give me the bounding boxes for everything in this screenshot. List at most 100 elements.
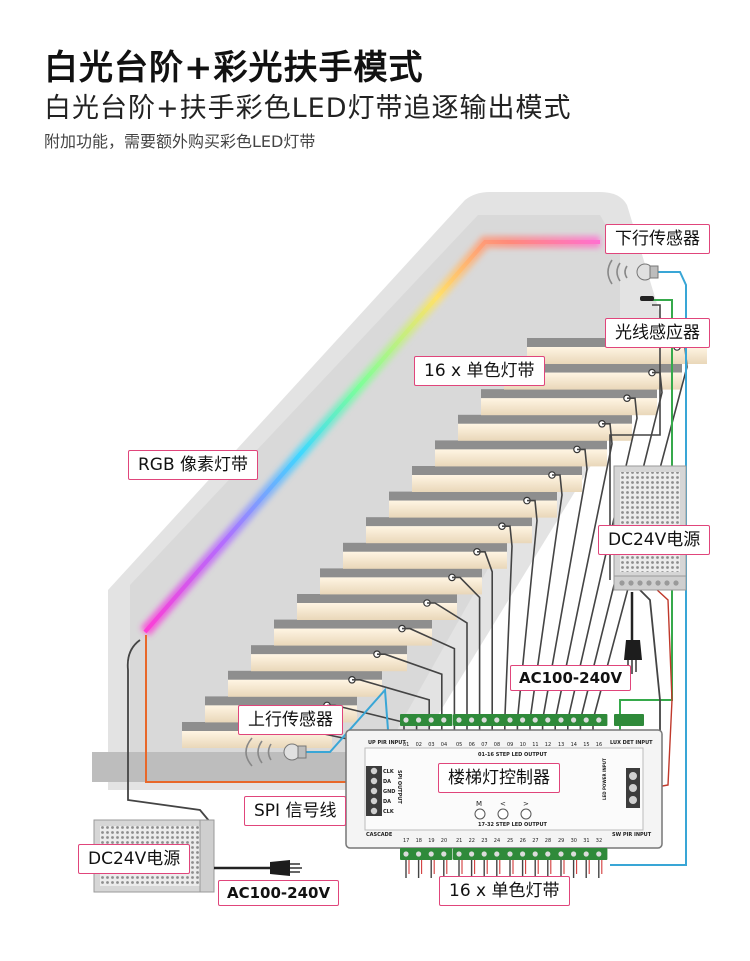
page-note: 附加功能，需要额外购买彩色LED灯带	[44, 132, 316, 151]
step-riser-light	[297, 603, 457, 620]
channel-label: 27	[532, 838, 538, 844]
step-tread	[481, 389, 657, 399]
right-ac-label: AC100-240V	[510, 665, 632, 691]
terminal-block-bottom	[504, 848, 557, 860]
power-input-label: LED POWER INPUT	[602, 758, 607, 800]
channel-label: 12	[545, 742, 551, 748]
psu-screw	[619, 580, 625, 586]
channel-label: 15	[583, 742, 589, 748]
terminal-screw	[507, 851, 513, 857]
terminal-screw	[596, 851, 602, 857]
down-sensor-wire	[610, 271, 687, 866]
terminal-screw	[441, 717, 447, 723]
step-riser-light	[435, 449, 607, 467]
psu-screw	[664, 580, 670, 586]
channel-label: 26	[520, 838, 526, 844]
psu-screw	[646, 580, 652, 586]
step-tread	[205, 696, 357, 706]
light-sensor-label: 光线感应器	[605, 318, 710, 348]
terminal-screw	[583, 851, 589, 857]
channel-label: 11	[532, 742, 538, 748]
channel-label: 29	[558, 838, 564, 844]
step-tread	[435, 440, 607, 450]
up-sensor-wire	[305, 687, 389, 753]
psu-screw	[655, 580, 661, 586]
spi-wire	[145, 635, 372, 783]
step-tread	[274, 619, 432, 629]
sw-pir-label: SW PIR INPUT	[612, 832, 652, 838]
step-tread	[412, 466, 582, 475]
channel-label: 06	[469, 742, 475, 748]
channel-label: 30	[571, 838, 577, 844]
channel-label: 16	[596, 742, 602, 748]
spi-label: SPI 信号线	[244, 796, 347, 826]
down-sensor-label: 下行传感器	[605, 224, 710, 254]
step-tread	[366, 517, 532, 527]
channel-label: 02	[416, 742, 422, 748]
spi-output-label: SPI OUTPUT	[396, 770, 402, 804]
terminal-screw	[481, 717, 487, 723]
step-riser-light	[481, 398, 657, 416]
terminal-screw	[520, 717, 526, 723]
step-tread	[458, 414, 632, 424]
terminal-screw	[481, 851, 487, 857]
terminal-screw	[571, 717, 577, 723]
left-ac-label: AC100-240V	[218, 880, 340, 906]
cascade-label: CASCADE	[366, 832, 393, 838]
steps	[182, 338, 707, 748]
channel-label: 05	[456, 742, 462, 748]
right-ac-plug	[624, 592, 642, 674]
step-tread	[228, 670, 382, 680]
terminal-screw	[456, 851, 462, 857]
up-sensor	[245, 737, 307, 767]
down-sensor	[607, 259, 659, 285]
psu-screw	[673, 580, 679, 586]
channel-label: 10	[520, 742, 526, 748]
step-tread	[320, 568, 482, 578]
channel-label: 25	[507, 838, 513, 844]
channel-label: 31	[583, 838, 589, 844]
terminal-screw	[545, 851, 551, 857]
terminal-block-top	[400, 714, 453, 726]
step-riser-light	[320, 577, 482, 595]
step-riser-light	[366, 526, 532, 544]
channel-label: 08	[494, 742, 500, 748]
terminal-screw	[428, 717, 434, 723]
channel-label: 21	[456, 838, 462, 844]
button-right-label: >	[523, 800, 529, 808]
step-riser-light	[389, 500, 557, 518]
top-output-label: 01-16 STEP LED OUTPUT	[478, 752, 548, 758]
spi-screw	[370, 777, 378, 785]
bottom-strip-label: 16 x 单色灯带	[439, 876, 570, 906]
channel-label: 17	[403, 838, 409, 844]
step-tread	[343, 542, 507, 552]
step-tread	[504, 363, 682, 373]
terminal-screw	[532, 851, 538, 857]
channel-label: 28	[545, 838, 551, 844]
button-m-label: M	[476, 800, 482, 808]
spi-pin-label: CLK	[383, 809, 395, 815]
button-left-label: <	[500, 800, 506, 808]
terminal-block-top	[555, 714, 608, 726]
step-tread	[251, 645, 407, 655]
step-riser-light	[412, 475, 582, 492]
terminal-screw	[416, 851, 422, 857]
terminal-screw	[469, 851, 475, 857]
step-riser-light	[504, 372, 682, 390]
rgb-handrail-strip	[143, 240, 600, 634]
psu-screw	[628, 580, 634, 586]
channel-label: 03	[428, 742, 434, 748]
terminal-screw	[558, 717, 564, 723]
button-left	[497, 808, 509, 820]
page-title: 白光台阶+彩光扶手模式	[44, 48, 424, 88]
terminal-screw	[441, 851, 447, 857]
button-right	[520, 808, 532, 820]
spi-screw	[370, 797, 378, 805]
channel-label: 18	[416, 838, 422, 844]
spi-pin-label: CLK	[383, 769, 395, 775]
step-riser-light	[228, 679, 382, 697]
spi-pin-label: DA	[383, 779, 391, 785]
channel-label: 14	[571, 742, 577, 748]
channel-label: 13	[558, 742, 564, 748]
up-pir-label: UP PIR INPUT	[368, 740, 406, 746]
